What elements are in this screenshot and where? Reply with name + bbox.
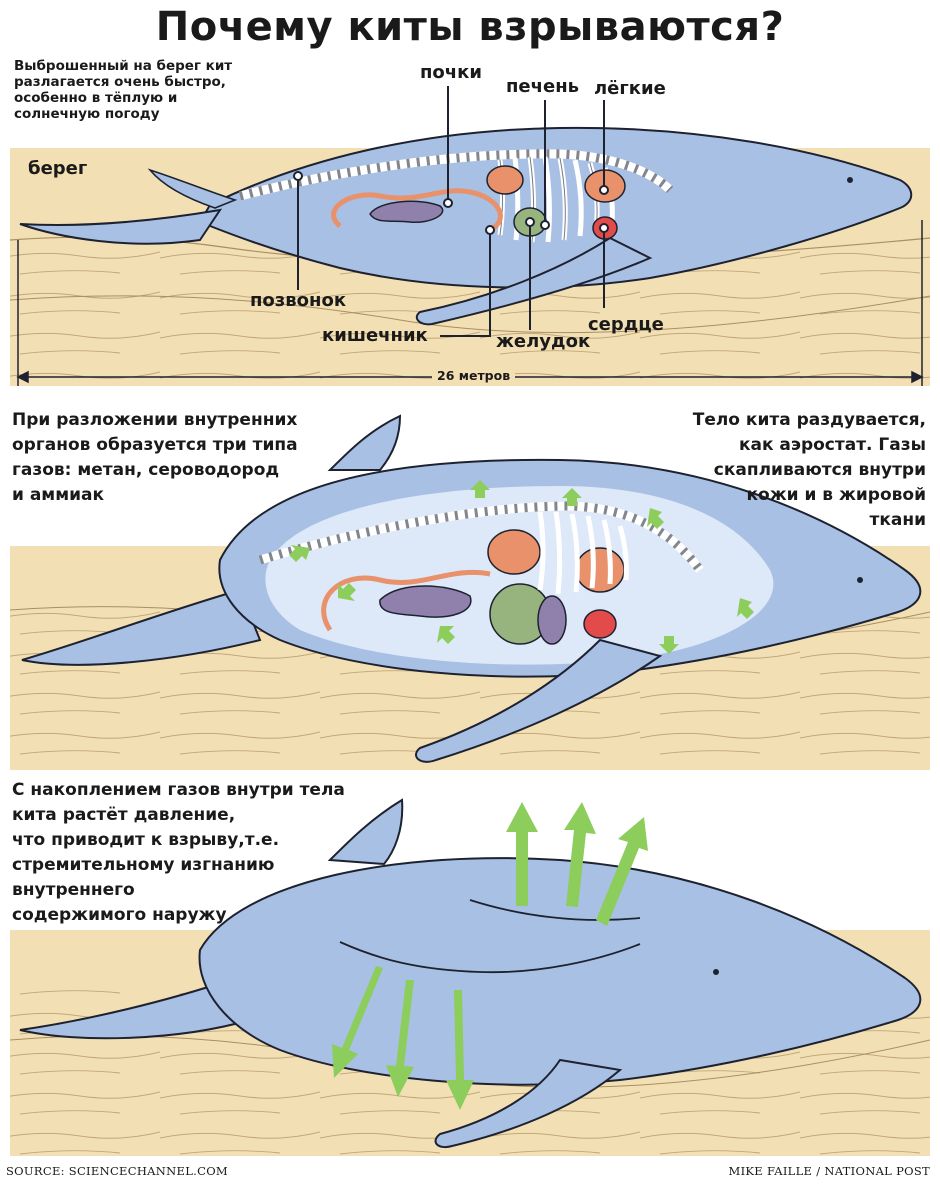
liver [486, 165, 524, 195]
whale-tail [19, 978, 252, 1040]
whale-tail [21, 588, 262, 666]
label-liver: печень [506, 76, 580, 97]
source-credit: SOURCE: SCIENCECHANNEL.COM [6, 1164, 228, 1178]
author-credit: MIKE FAILLE / NATIONAL POST [728, 1164, 930, 1178]
kidney [379, 585, 472, 618]
heart [583, 609, 617, 639]
spine [238, 149, 674, 201]
panel-3 [9, 798, 931, 1156]
body-tears [339, 899, 641, 974]
page-title: Почему киты взрываются? [155, 4, 785, 50]
label-intestine: кишечник [322, 325, 428, 346]
dorsal-fin [327, 798, 404, 866]
panel-2 [9, 414, 931, 770]
label-heart: сердце [588, 314, 664, 335]
intestine [331, 188, 503, 233]
gas-arrows [289, 480, 754, 654]
gas-burst-arrows [332, 802, 648, 1110]
dorsal-fin [327, 414, 402, 471]
panel1-note: Выброшенный на берег кит разлагается оче… [14, 58, 233, 122]
panel2-note-left: При разложении внутренних органов образу… [12, 410, 298, 505]
whale-body [198, 857, 922, 1086]
label-lungs: лёгкие [594, 78, 666, 99]
kidney [369, 200, 444, 223]
whale-tail [19, 208, 223, 245]
liver [487, 529, 541, 575]
panel2-note-right: Тело кита раздувается, как аэростат. Газ… [692, 410, 926, 530]
length-label: 26 метров [432, 368, 516, 383]
label-stomach: желудок [496, 331, 591, 352]
shore-label: берег [28, 158, 88, 179]
pectoral-fin [415, 236, 653, 326]
label-kidneys: почки [420, 62, 482, 83]
pectoral-fin [415, 638, 663, 763]
lung [575, 547, 625, 593]
panel-1 [9, 86, 931, 386]
label-vertebra: позвонок [250, 290, 347, 311]
pectoral-fin [434, 1058, 623, 1148]
intestine [321, 569, 491, 632]
kidney-2 [537, 595, 567, 645]
panel3-note: С накоплением газов внутри тела кита рас… [12, 780, 345, 925]
